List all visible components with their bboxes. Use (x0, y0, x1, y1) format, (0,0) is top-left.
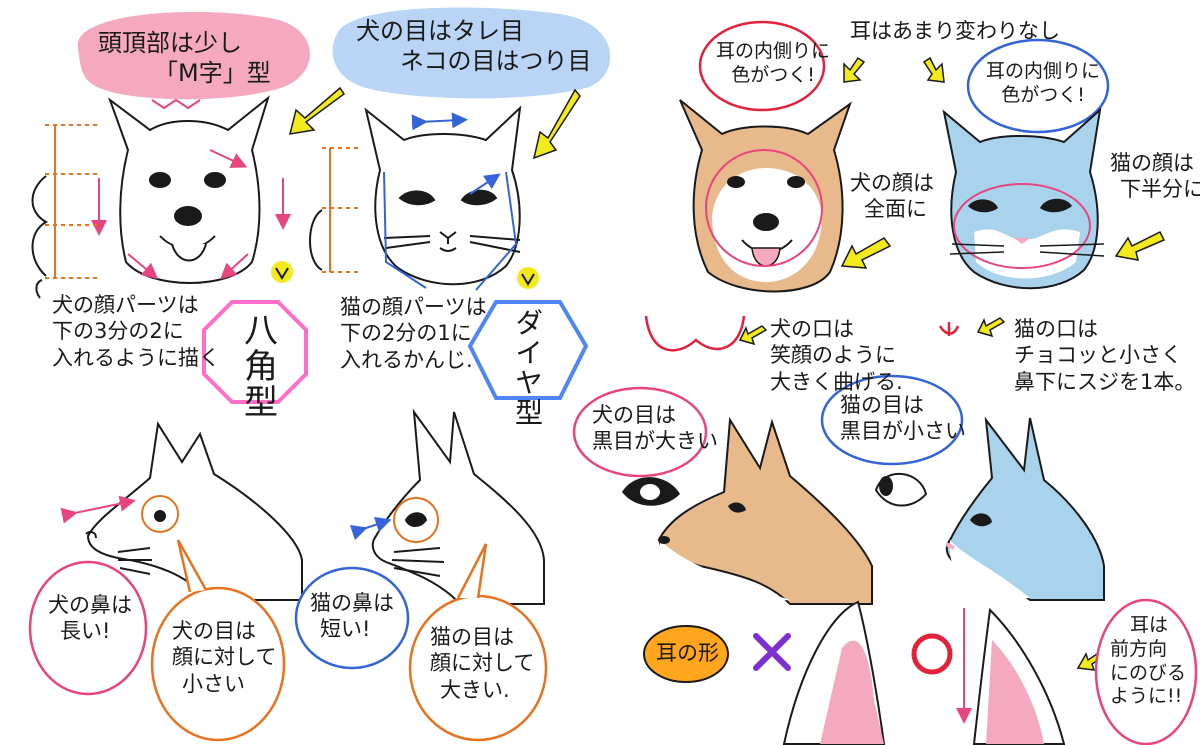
cat-front-colored (942, 107, 1105, 290)
yellow-arrow-icon (1114, 230, 1166, 261)
dog-mouth-line (644, 315, 746, 352)
m-shape-mark (151, 98, 201, 110)
cat-mouth-line (938, 322, 960, 336)
yellow-arrow-icon (288, 86, 346, 135)
dog-side-head (85, 421, 303, 601)
arrow-mark (521, 273, 535, 286)
diamond-guide (383, 171, 518, 291)
dog-nose-long-label: 犬の鼻は長い! (48, 593, 132, 644)
blue-arrow-icon (411, 112, 468, 131)
red-speech-bubble (698, 20, 826, 112)
bubble-tail (456, 543, 488, 599)
eye-highlight-circle (393, 497, 439, 543)
brace-mark (309, 209, 323, 271)
orange-speech-bubble (150, 586, 286, 742)
octagon-label: 八角型 (237, 312, 278, 420)
dog-mouth-label: 犬の口は笑顔のように大きく曲げる. (770, 317, 903, 394)
proportion-ruler (322, 147, 360, 273)
dog-eye-detail (622, 477, 680, 506)
dog-eye-big-label: 犬の目は黒目が大きい (592, 403, 718, 454)
pink-arrow-icon (60, 495, 136, 524)
dog-side-colored (658, 416, 873, 605)
arrow-mark (275, 267, 289, 280)
yellow-arrow-icon (532, 88, 581, 160)
cat-eye-big-label: 猫の目は顔に対して大きい. (430, 625, 535, 702)
circle-mark (911, 633, 953, 675)
pink-speech-bubble (28, 560, 148, 696)
pink-speech-bubble (572, 386, 708, 478)
ear-shape-label: 耳の形 (656, 641, 719, 665)
yellow-arrow-icon (738, 325, 768, 346)
ear-inner-label-cat: 耳の内側りに色がつく! (986, 60, 1101, 106)
yellow-arrow-icon (922, 56, 945, 83)
yellow-arrow-icon (517, 267, 539, 289)
pink-arrow-icon (209, 149, 248, 168)
blue-speech-bubble (820, 374, 964, 466)
dog-front-head (107, 95, 270, 284)
pink-arrow-icon (127, 253, 159, 280)
yellow-arrow-icon (843, 56, 866, 83)
head-top-label: 頭頂部は少し「M字」型 (98, 29, 271, 87)
diamond-label: ダイヤ型 (511, 308, 544, 428)
ear-forward-label: 耳は前方向にのびるように!! (1110, 614, 1187, 708)
yellow-arrow-icon (976, 317, 1006, 338)
cat-eye-detail (874, 473, 928, 507)
dog-eye-small-label: 犬の目は顔に対して小さい (172, 619, 277, 696)
diamond-shape (467, 300, 589, 400)
cat-front-head (364, 105, 522, 286)
octagon-shape (202, 300, 308, 404)
cat-face-lower-label: 猫の顔は下半分に (1110, 151, 1200, 202)
dog-front-colored (679, 99, 852, 293)
cross-mark (753, 633, 791, 671)
ears-same-label: 耳はあまり変わりなし (850, 19, 1060, 43)
bubble-tail (176, 539, 208, 593)
brace-mark (31, 175, 49, 277)
proportion-ruler (45, 124, 100, 279)
pink-label-blob (77, 11, 310, 100)
cat-nose-short-label: 猫の鼻は短い! (310, 591, 394, 642)
pink-arrow-icon (220, 253, 249, 280)
yellow-arrow-icon (840, 237, 892, 269)
dog-ear-shape (782, 600, 886, 745)
cat-side-colored (945, 416, 1105, 601)
orange-speech-bubble (643, 625, 729, 683)
cat-mouth-label: 猫の口はチョコッと小さく鼻下にスジを1本。 (1014, 317, 1196, 394)
cat-eye-small-label: 猫の目は黒目が小さい (840, 393, 966, 444)
blue-arrow-icon (469, 173, 501, 195)
pink-speech-bubble (1094, 598, 1198, 745)
eye-highlight-circle (141, 495, 179, 533)
cat-face-parts-label: 猫の顔パーツは下の2分の1に入れるかんじ. (340, 295, 487, 372)
curved-arrow-icon (35, 279, 43, 299)
ear-inner-label-dog: 耳の内側りに色がつく! (716, 40, 831, 86)
blue-speech-bubble (294, 566, 410, 670)
blue-arrow-icon (349, 516, 392, 541)
dog-face-whole-label: 犬の顔は全面に (850, 171, 934, 222)
yellow-arrow-icon (271, 261, 293, 283)
blue-label-blob (332, 7, 611, 99)
blue-speech-bubble (966, 38, 1110, 134)
cat-ear-shape (972, 607, 1066, 745)
eyes-compare-label: 犬の目はタレ目ネコの目はつり目 (356, 17, 592, 75)
dog-face-parts-label: 犬の顔パーツは下の3分の2に入れるように描く (52, 293, 220, 370)
